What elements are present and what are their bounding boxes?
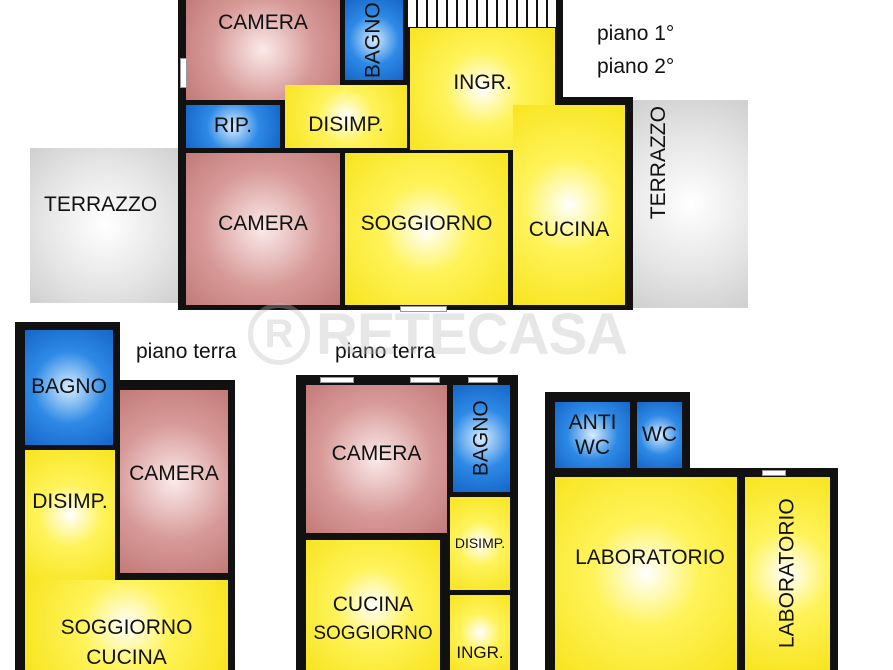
room-camera-top: CAMERA (186, 0, 340, 100)
room-camera: CAMERA (120, 390, 228, 573)
window (468, 377, 498, 383)
room-disimpegno: DISIMP. (450, 497, 510, 590)
room-label: LABORATORIO (775, 498, 799, 649)
room-bagno: BAGNO (25, 330, 113, 445)
room-bagno: BAGNO (345, 0, 403, 80)
window (400, 306, 447, 312)
room-label: SOGGIORNO (360, 211, 493, 235)
room-label: BAGNO (31, 375, 107, 399)
room-label: DISIMP. (454, 535, 506, 552)
room-disimpegno: DISIMP. (285, 85, 407, 148)
room-label: SOGGIORNO (60, 616, 193, 639)
room-label: DISIMP. (308, 112, 384, 136)
room-ripostiglio: RIP. (186, 105, 280, 148)
watermark-logo: R RETECASA (248, 298, 643, 370)
room-label: CUCINA (528, 217, 610, 241)
room-label: BAGNO (361, 2, 385, 78)
window (320, 377, 354, 383)
room-label: BAGNO (469, 400, 493, 477)
room-camera: CAMERA (306, 385, 447, 533)
room-label: CAMERA (218, 11, 308, 34)
room-label: TERRAZZO (646, 105, 670, 219)
floor-label-piano-1: piano 1° (597, 22, 675, 45)
room-wc: WC (637, 402, 682, 468)
room-label: TERRAZZO (44, 193, 158, 216)
watermark-r-icon: R (248, 303, 310, 365)
room-label: CAMERA (129, 461, 219, 485)
room-soggiorno: SOGGIORNO (345, 153, 508, 305)
room-label: SOGGIORNO (313, 623, 433, 645)
room-ingresso: INGR. (450, 595, 510, 670)
room-label: WC (575, 436, 610, 459)
window (762, 470, 786, 476)
room-label: INGR. (456, 643, 504, 662)
room-label: WC (642, 422, 677, 446)
room-label: DISIMP. (32, 490, 108, 514)
room-label: ANTI (568, 410, 617, 434)
terrazzo-left: TERRAZZO (30, 148, 180, 303)
room-label: CAMERA (331, 441, 422, 465)
window (410, 377, 440, 383)
room-bagno: BAGNO (453, 385, 510, 492)
room-label: CUCINA (86, 646, 167, 670)
room-laboratorio-2: LABORATORIO (745, 477, 830, 670)
room-camera-bottom: CAMERA (186, 153, 340, 305)
room-label: INGR. (453, 71, 512, 94)
room-cucina: CUCINA (513, 105, 625, 305)
room-label: LABORATORIO (575, 546, 725, 570)
room-soggiorno-cucina: SOGGIORNO CUCINA (25, 580, 228, 670)
room-label: RIP. (213, 114, 253, 138)
floor-label-piano-2: piano 2° (597, 55, 675, 78)
room-label: CAMERA (218, 211, 308, 235)
room-cucina-soggiorno: CUCINA SOGGIORNO (306, 540, 440, 670)
room-disimpegno: DISIMP. (25, 450, 115, 580)
floor-label-piano-terra: piano terra (335, 340, 436, 363)
floor-label-piano-terra: piano terra (136, 340, 237, 363)
stairs (408, 0, 556, 27)
watermark-text: RETECASA (316, 301, 628, 367)
terrazzo-right: TERRAZZO (632, 100, 748, 308)
window (180, 58, 187, 88)
room-laboratorio: LABORATORIO (555, 477, 737, 670)
room-label: CUCINA (332, 593, 414, 616)
